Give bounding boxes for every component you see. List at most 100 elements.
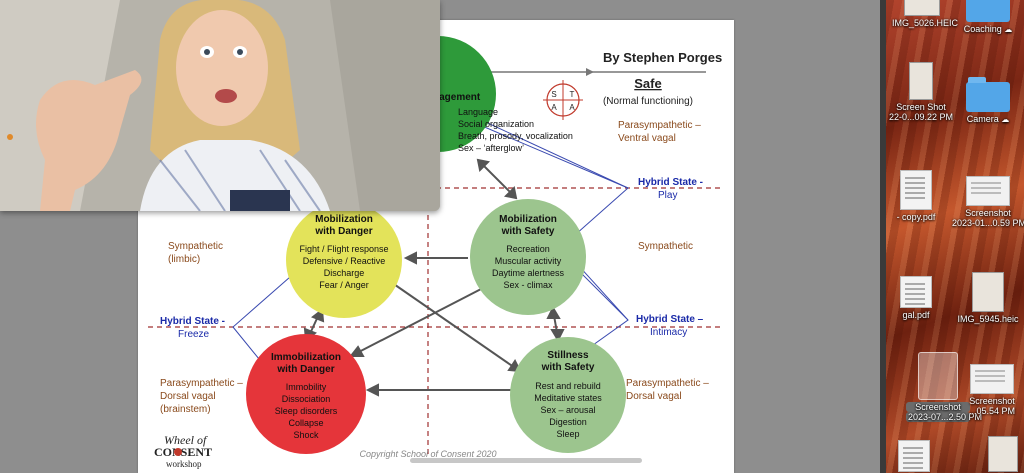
engagement-title: gagement — [433, 92, 481, 103]
stillness-item: Meditative states — [534, 393, 602, 403]
photo-thumbnail-icon — [904, 0, 940, 16]
engagement-item: Breath, prosody, vocalization — [458, 131, 573, 141]
document-icon — [898, 440, 930, 472]
staa-badge: S T A A — [543, 80, 583, 120]
right-hybrid-intimacy: Intimacy — [650, 327, 687, 338]
desktop-item-coaching[interactable]: Coaching ☁ — [956, 0, 1020, 35]
circle-immobilization-danger — [246, 334, 366, 454]
right-hybrid-play: Hybrid State - — [638, 177, 703, 188]
pdf-document-icon — [900, 276, 932, 308]
desktop-item-label: IMG_5945.heic — [957, 314, 1019, 324]
video-scrub-bar[interactable] — [410, 458, 642, 463]
author-label: By Stephen Porges — [603, 50, 722, 65]
presenter-figure — [0, 0, 440, 211]
mob-danger-title: with Danger — [314, 226, 372, 237]
immob-danger-title: with Danger — [276, 364, 334, 375]
desktop-item-label: Screenshot — [969, 396, 1015, 406]
photo-thumbnail-icon — [972, 272, 1004, 312]
desktop-item-partial-photo[interactable] — [986, 436, 1020, 473]
badge-s: S — [551, 90, 556, 99]
stillness-title: with Safety — [541, 362, 595, 373]
left-sympathetic: Sympathetic — [168, 241, 223, 252]
copyright-label: Copyright School of Consent 2020 — [359, 449, 496, 459]
photo-thumbnail-icon — [909, 62, 933, 100]
mob-safety-item: Recreation — [506, 244, 550, 254]
header-arrow — [586, 68, 594, 76]
left-dorsal: Parasympathetic – — [160, 378, 243, 389]
mob-safety-item: Daytime alertness — [492, 268, 565, 278]
webcam-video — [0, 0, 440, 211]
mob-safety-text: Mobilization with Safety Recreation Musc… — [492, 214, 565, 290]
mob-danger-item: Defensive / Reactive — [303, 256, 386, 266]
immob-danger-item: Collapse — [288, 418, 323, 428]
left-dorsal: Dorsal vagal — [160, 391, 216, 402]
right-sympathetic: Sympathetic — [638, 241, 693, 252]
badge-a1: A — [551, 103, 557, 112]
safe-subtitle: (Normal functioning) — [603, 96, 693, 107]
right-hybrid-intimacy: Hybrid State – — [636, 314, 704, 325]
stillness-title: Stillness — [547, 350, 589, 361]
desktop-item-img5026[interactable]: IMG_5026.HEIC — [892, 0, 959, 28]
screenshot-thumbnail-icon — [966, 176, 1010, 206]
desktop-item-label: 22-0...09.22 PM — [888, 112, 954, 122]
desktop-item-label: Camera ☁ — [966, 114, 1010, 124]
cloud-icon: ☁ — [1004, 25, 1013, 34]
circle-mobilization-danger — [286, 202, 402, 318]
engagement-item: Sex – ‘afterglow’ — [458, 143, 524, 153]
left-sympathetic: (limbic) — [168, 254, 200, 265]
mob-safety-item: Muscular activity — [495, 256, 562, 266]
immob-danger-item: Immobility — [286, 382, 327, 392]
desktop-item-label: Coaching ☁ — [963, 24, 1013, 34]
stillness-item: Rest and rebuild — [535, 381, 601, 391]
desktop-item-gal-pdf[interactable]: gal.pdf — [884, 276, 948, 320]
right-dorsal: Dorsal vagal — [626, 391, 682, 402]
desktop-item-label: Screenshot — [906, 402, 970, 412]
desktop-item-screenshot-2023-01[interactable]: Screenshot 2023-01...0.59 PM — [952, 176, 1024, 228]
desktop-item-screenshot-2022[interactable]: Screen Shot 22-0...09.22 PM — [886, 62, 956, 122]
desktop-item-img5945[interactable]: IMG_5945.heic — [952, 272, 1024, 324]
cloud-icon: ☁ — [1001, 115, 1010, 124]
logo-line1: Wheel of — [164, 433, 208, 447]
immob-danger-item: Shock — [293, 430, 319, 440]
desktop-item-label: 2023-07...2.50 PM — [906, 412, 983, 422]
engagement-items: Language Social organization Breath, pro… — [458, 107, 573, 153]
desktop-item-copy-pdf[interactable]: - copy.pdf — [884, 170, 948, 222]
mob-safety-title: with Safety — [501, 226, 555, 237]
immob-danger-text: Immobilization with Danger Immobility Di… — [271, 352, 341, 440]
photo-thumbnail-icon — [918, 352, 958, 400]
desktop-background: IMG_5026.HEIC Coaching ☁ Screen Shot 22-… — [880, 0, 1024, 473]
mob-danger-text: Mobilization with Danger Fight / Flight … — [299, 214, 388, 290]
engagement-item: Social organization — [458, 119, 534, 129]
right-labels: Parasympathetic – Ventral vagal Hybrid S… — [618, 120, 709, 402]
folder-icon — [966, 77, 1010, 112]
desktop-item-label: ...05.54 PM — [968, 406, 1016, 416]
desktop-item-label: Screen Shot — [896, 102, 946, 112]
right-ventral: Parasympathetic – — [618, 120, 701, 131]
desktop-item-label: IMG_5026.HEIC — [892, 18, 959, 28]
left-hybrid-freeze: Freeze — [178, 329, 210, 340]
recording-dot — [7, 134, 13, 140]
mob-danger-item: Fear / Anger — [319, 280, 369, 290]
logo-line2: CONSENT — [154, 445, 212, 459]
stillness-item: Sex – arousal — [540, 405, 595, 415]
mob-safety-title: Mobilization — [499, 214, 557, 225]
left-dorsal: (brainstem) — [160, 404, 211, 415]
desktop-item-screenshot-2023-07[interactable]: Screenshot 2023-07...2.50 PM — [906, 352, 983, 422]
safe-title: Safe — [634, 76, 661, 91]
logo-line3: workshop — [166, 459, 202, 469]
desktop-item-camera[interactable]: Camera ☁ — [956, 77, 1020, 125]
desktop-item-label: - copy.pdf — [896, 212, 936, 222]
mob-danger-item: Fight / Flight response — [299, 244, 388, 254]
desktop-item-label: Screenshot — [965, 208, 1011, 218]
desktop-item-partial[interactable] — [894, 440, 934, 473]
immob-danger-title: Immobilization — [271, 352, 341, 363]
circle-stillness-safety — [510, 337, 626, 453]
stillness-text: Stillness with Safety Rest and rebuild M… — [534, 350, 602, 439]
desktop-item-screenshot-0554[interactable]: Screenshot ...05.54 PM — [960, 364, 1024, 416]
right-ventral: Ventral vagal — [618, 133, 676, 144]
right-dorsal: Parasympathetic – — [626, 378, 709, 389]
desktop-item-label: 2023-01...0.59 PM — [952, 218, 1024, 228]
mob-danger-item: Discharge — [324, 268, 365, 278]
stillness-item: Sleep — [556, 429, 579, 439]
badge-t: T — [570, 90, 575, 99]
